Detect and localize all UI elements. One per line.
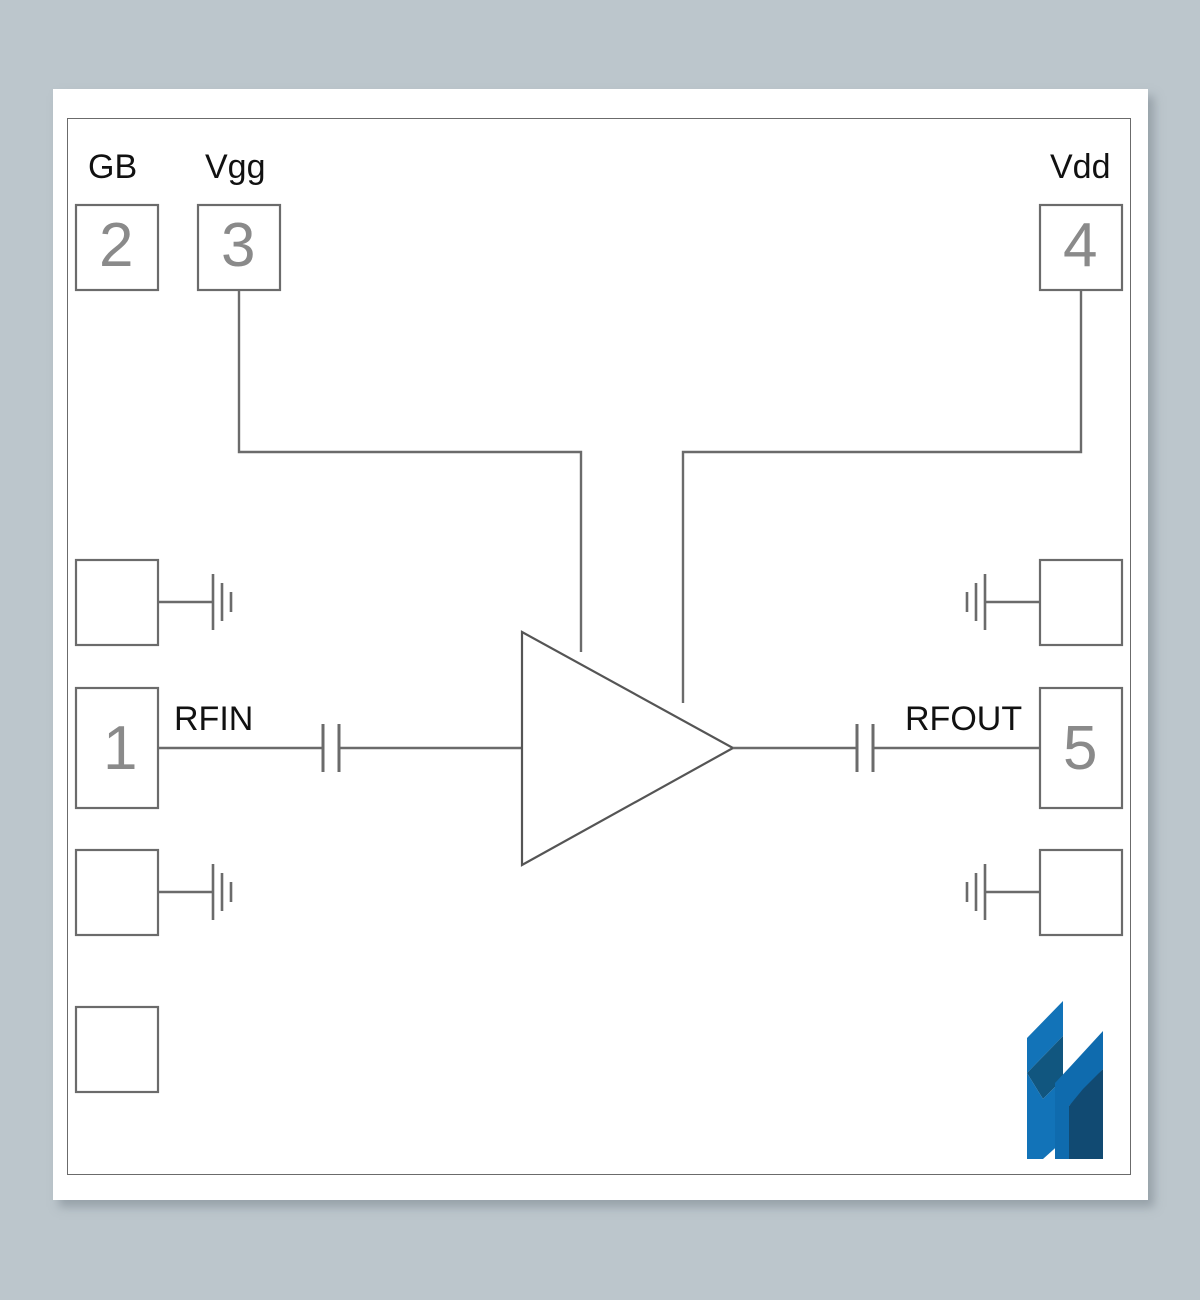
logo-shape-right-dark-blade [1083,1069,1103,1159]
pad-number-rfout: 5 [1063,714,1098,783]
logo-shape-left-dark-facet [1027,1036,1063,1099]
logo-shape-center-column [1055,1068,1069,1159]
pad-number-gb: 2 [99,211,134,280]
macom-logo [1027,1001,1103,1159]
logo-shape-right-upper-blade [1069,1031,1103,1106]
pin-label-rfout: RFOUT [905,700,1023,738]
pad-number-vgg: 3 [221,211,256,280]
logo-shape-right-dark-blade-b [1069,1089,1083,1159]
pin-label-vdd: Vdd [1050,148,1111,186]
logo-shape-upper-left-blade [1027,1001,1063,1073]
inner-border-frame [67,118,1131,1175]
logo-shape-left-lower-blade [1027,1073,1043,1159]
pin-label-vgg: Vgg [205,148,266,186]
pad-number-vdd: 4 [1063,211,1098,280]
pin-label-rfin: RFIN [174,700,254,738]
pad-number-rfin: 1 [103,714,138,783]
pin-label-gb: GB [88,148,138,186]
